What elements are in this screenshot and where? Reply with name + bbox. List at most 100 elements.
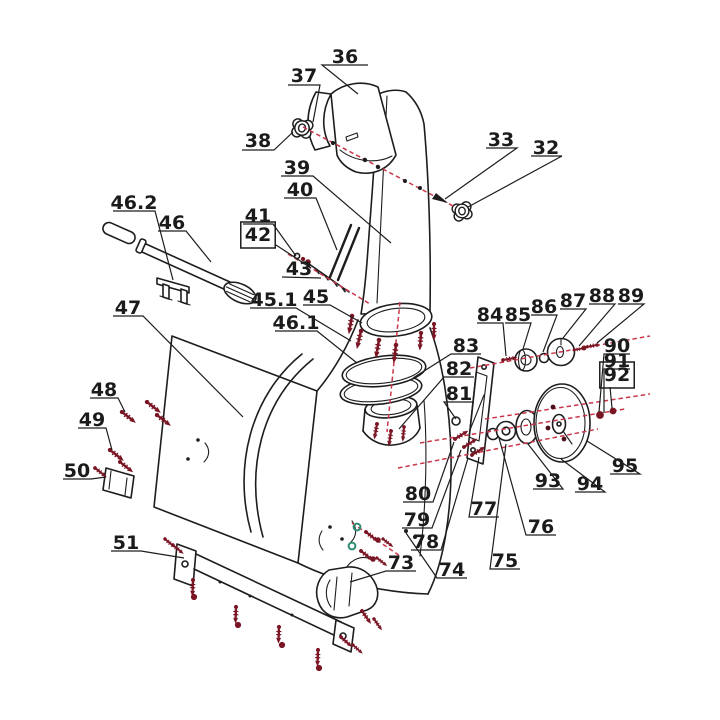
nut-icon [315,664,323,672]
leader-line-82 [398,376,474,430]
fastener-dot [330,140,336,146]
leader-line-43 [281,276,322,279]
part-label-82: 82 [446,358,472,380]
fastener-dot [196,438,200,442]
bolt-icon [352,326,366,351]
bolt-icon [313,646,322,668]
part-label-85: 85 [505,304,531,326]
leader-line-79 [402,449,462,529]
bolt-icon [370,420,381,442]
part-label-91: 91 [604,350,630,372]
skid-shoe [315,566,379,619]
part-label-45.1: 45.1 [251,289,298,311]
part-label-33: 33 [488,129,514,151]
nut-icon [190,593,198,601]
leader-line-94 [560,458,607,493]
leader-line-38 [242,131,294,151]
scraper-bar [173,543,355,653]
part-label-45: 45 [303,286,329,308]
support-strap [466,356,495,465]
leader-line-36 [320,64,368,95]
leader-line-77 [468,456,499,518]
fastener-dot [404,529,408,533]
part-label-95: 95 [612,455,638,477]
label-box-92 [599,361,635,389]
bolt-icon [231,603,240,625]
chute-rotation-rings [339,354,427,406]
leader-line-39 [281,175,392,244]
part-label-46.1: 46.1 [273,312,320,334]
part-label-46.2: 46.2 [111,192,158,214]
part-label-47: 47 [115,297,141,319]
leader-line-47 [113,315,244,418]
part-label-77: 77 [471,498,497,520]
nut-icon [581,345,587,351]
bolt-81-head [451,416,461,426]
leader-line-93 [527,443,565,490]
crank-handle [102,221,257,305]
guide-rods [328,223,361,282]
part-label-49: 49 [79,409,105,431]
part-label-83: 83 [453,335,479,357]
leader-line-91 [603,368,630,413]
leader-line-80 [403,441,455,503]
leader-line-75 [489,443,520,570]
part-label-43: 43 [286,258,312,280]
leader-line-46.2 [113,210,174,281]
pulley-bolt-dot [550,404,556,410]
bolt-icon [142,397,164,417]
deflector-knob [289,116,315,141]
part-label-51: 51 [113,532,139,554]
wing-knob [450,200,474,223]
bolt-icon [373,554,390,569]
leader-line-33 [444,147,519,200]
nut-icon [370,556,376,562]
leader-line-50 [63,476,107,480]
fastener-dot [186,457,190,461]
fastener-dot [375,164,381,170]
chute-deflector [307,82,397,174]
lock-washer-icon [347,541,357,551]
part-label-74: 74 [439,559,465,581]
leader-line-84 [477,322,507,357]
bolt-icon [430,320,438,342]
leader-line-76 [498,437,556,536]
nut-icon [375,537,381,543]
bolt-icon [399,423,408,443]
leader-line-81 [442,401,474,420]
fastener-dot [418,186,422,190]
part-label-88: 88 [589,285,615,307]
leader-line-74 [405,532,467,579]
part-label-90: 90 [604,335,630,357]
bolt-icon [105,445,127,465]
leader-line-48 [90,397,126,413]
mount-bracket-50 [102,467,135,499]
nut-icon [234,621,242,629]
part-label-36: 36 [332,46,358,68]
fastener-dot [328,525,332,529]
leader-line-78 [411,457,469,551]
pulley-bolt-dot [545,425,551,431]
part-label-87: 87 [560,290,586,312]
leader-line-45.1 [250,307,352,342]
bolt-icon [274,623,283,645]
rivet-dots [186,140,567,617]
impeller-pulley-94 [533,383,591,463]
fastener-dot [248,594,252,598]
leader-line-88 [578,303,617,347]
leader-line-95 [586,440,643,475]
part-label-32: 32 [533,137,559,159]
part-label-48: 48 [91,379,117,401]
part-label-46: 46 [159,212,185,234]
part-label-79: 79 [404,509,430,531]
leader-line-37 [288,84,321,123]
bolt-icon [349,641,365,657]
leader-line-46.1 [275,330,358,364]
bolt-icon [379,535,396,550]
nut-icon [278,641,286,649]
part-label-40: 40 [287,179,313,201]
nut-icon [609,407,617,415]
part-label-84: 84 [477,304,503,326]
